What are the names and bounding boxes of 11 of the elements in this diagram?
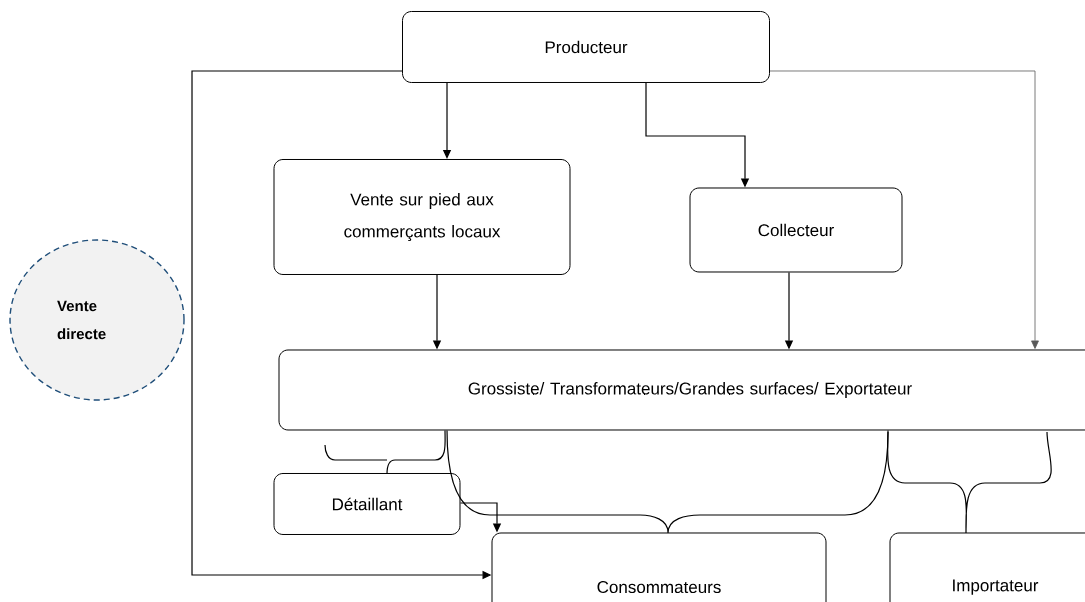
process-box: Vente sur pied aux commerçants locaux xyxy=(273,159,571,275)
brace-connector xyxy=(446,429,889,534)
brace-connector xyxy=(324,429,446,475)
process-box: Détaillant xyxy=(273,473,461,535)
process-box: Grossiste/ Transformateurs/Grandes surfaces/ Exportateur xyxy=(278,349,1085,431)
brace-connector xyxy=(887,429,1052,534)
process-box: Collecteur xyxy=(689,187,903,273)
process-box: Consommateurs xyxy=(491,532,827,602)
arrow xyxy=(769,70,1039,349)
process-box: Importateur xyxy=(889,532,1085,602)
process-box: Producteur xyxy=(402,11,770,83)
